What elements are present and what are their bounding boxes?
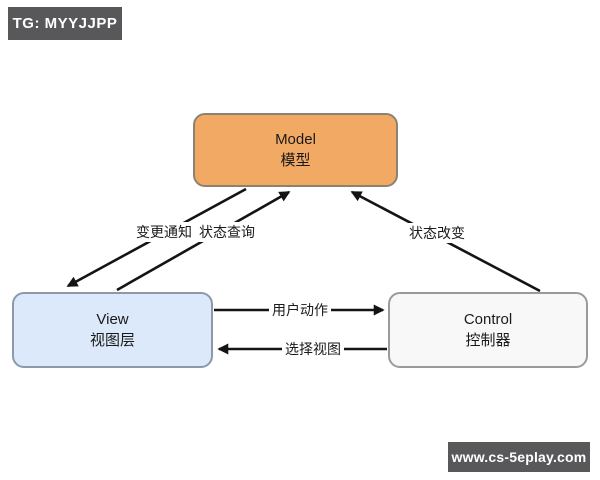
node-model-subtitle: 模型 bbox=[280, 152, 311, 169]
node-model-title: Model bbox=[275, 131, 316, 148]
edge-label-state-query: 状态查询 bbox=[196, 222, 258, 242]
node-model: Model 模型 bbox=[193, 113, 398, 187]
watermark-site-text: www.cs-5eplay.com bbox=[451, 449, 587, 465]
watermark-site-badge: www.cs-5eplay.com bbox=[448, 442, 590, 472]
node-view-title: View bbox=[96, 311, 129, 328]
node-view: View 视图层 bbox=[12, 292, 213, 368]
edge-label-user-action: 用户动作 bbox=[269, 300, 331, 320]
node-view-subtitle: 视图层 bbox=[89, 332, 135, 349]
node-control: Control 控制器 bbox=[388, 292, 588, 368]
edge-label-change-notification: 变更通知 bbox=[133, 222, 195, 242]
edge-label-state-change: 状态改变 bbox=[406, 223, 468, 243]
watermark-tg-text: TG: MYYJJPP bbox=[12, 15, 118, 32]
node-control-title: Control bbox=[463, 311, 513, 328]
node-control-subtitle: 控制器 bbox=[465, 332, 511, 349]
edge-label-select-view: 选择视图 bbox=[282, 339, 344, 359]
watermark-tg-badge: TG: MYYJJPP bbox=[8, 7, 122, 40]
